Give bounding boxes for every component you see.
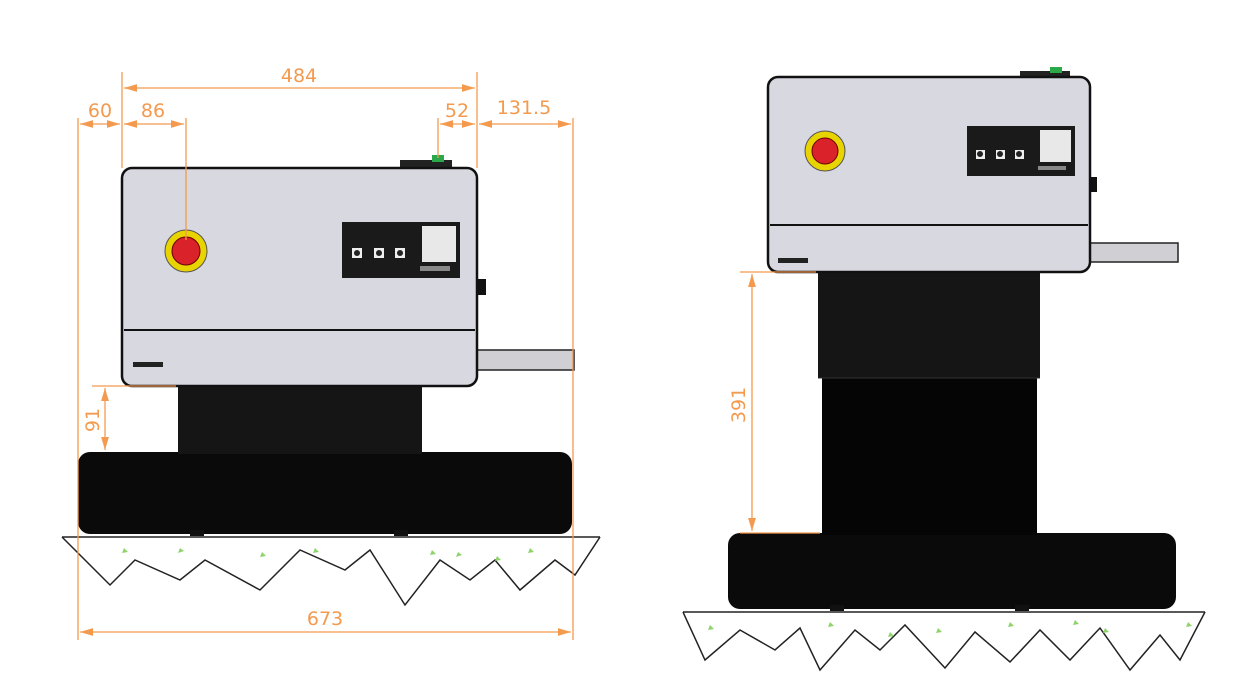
dim-673: 673 (307, 608, 343, 630)
ground-hatch (682, 611, 1206, 672)
column-upper (818, 272, 1040, 378)
control-panel (342, 222, 460, 278)
front-view (61, 155, 601, 607)
control-panel (967, 126, 1075, 176)
dim-52: 52 (445, 100, 469, 122)
dim-484: 484 (281, 65, 317, 87)
emergency-stop-icon (164, 229, 208, 273)
base-plate (728, 533, 1176, 609)
base-plate (78, 452, 572, 534)
dim-91: 91 (82, 408, 104, 432)
side-view (682, 67, 1206, 672)
side-dimensions (740, 271, 820, 534)
column (178, 386, 422, 454)
start-button (1020, 71, 1070, 79)
column-lower (822, 378, 1037, 535)
housing (766, 75, 1092, 274)
ground-hatch (61, 536, 601, 607)
handle (1088, 242, 1179, 263)
dim-86: 86 (141, 100, 165, 122)
start-button (400, 160, 452, 170)
emergency-stop-icon (804, 130, 846, 172)
front-dimensions (77, 72, 574, 640)
side-knob (476, 279, 486, 295)
dim-60: 60 (88, 100, 112, 122)
side-knob (1089, 177, 1097, 192)
dim-391: 391 (728, 387, 750, 423)
logo (133, 362, 163, 367)
handle (475, 349, 575, 371)
logo (778, 258, 808, 263)
dim-131-5: 131.5 (497, 97, 551, 119)
